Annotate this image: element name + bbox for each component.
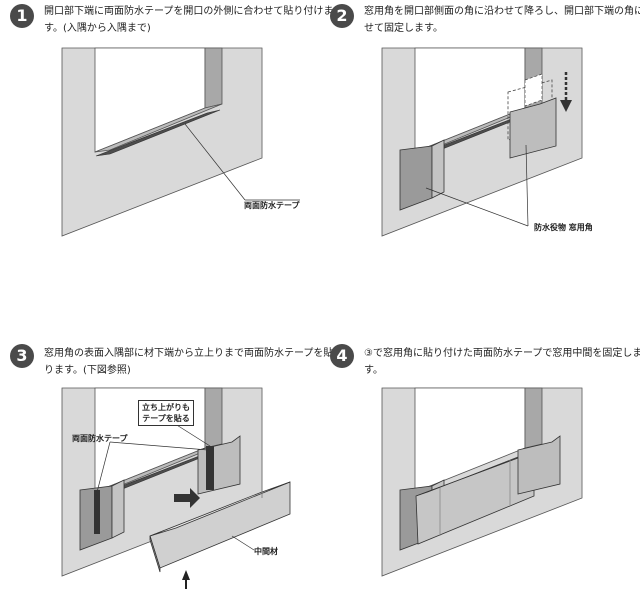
step-4: 4 ③で窓用角に貼り付けた両面防水テープで窓用中間を固定します。 [320, 300, 640, 589]
step-1-number: 1 [10, 4, 34, 28]
step-1-illustration [61, 47, 300, 237]
step-1: 1 開口部下端に両面防水テープを開口の外側に合わせて貼り付けます。(入隅から入隅… [0, 0, 333, 290]
step-2-callout-corner: 防水役物 窓用角 [534, 223, 593, 232]
step-2-illustration [381, 47, 583, 237]
step-3: 3 窓用角の表面入隅部に材下端から立上りまで両面防水テープを貼ります。(下図参照… [0, 300, 333, 589]
step-4-number: 4 [330, 344, 354, 368]
step-3-illustration [61, 387, 291, 589]
step-3-callout-tape: 両面防水テープ [72, 434, 128, 443]
step-4-text: ③で窓用角に貼り付けた両面防水テープで窓用中間を固定します。 [364, 348, 640, 376]
step-1-callout-tape: 両面防水テープ [244, 201, 300, 210]
step-2: 2 窓用角を開口部側面の角に沿わせて降ろし、開口部下端の角に合せて固定します。 … [320, 0, 640, 290]
step-2-number: 2 [330, 4, 354, 28]
step-3-callout-riser-tape: 立ち上がりも テープを貼る [138, 400, 194, 426]
step-3-number: 3 [10, 344, 34, 368]
step-2-text: 窓用角を開口部側面の角に沿わせて降ろし、開口部下端の角に合せて固定します。 [364, 6, 640, 34]
step-3-callout-middle: 中間材 [254, 547, 278, 556]
step-4-illustration [381, 387, 583, 577]
step-1-text: 開口部下端に両面防水テープを開口の外側に合わせて貼り付けます。(入隅から入隅まで… [44, 6, 334, 34]
step-3-text: 窓用角の表面入隅部に材下端から立上りまで両面防水テープを貼ります。(下図参照) [44, 348, 334, 376]
